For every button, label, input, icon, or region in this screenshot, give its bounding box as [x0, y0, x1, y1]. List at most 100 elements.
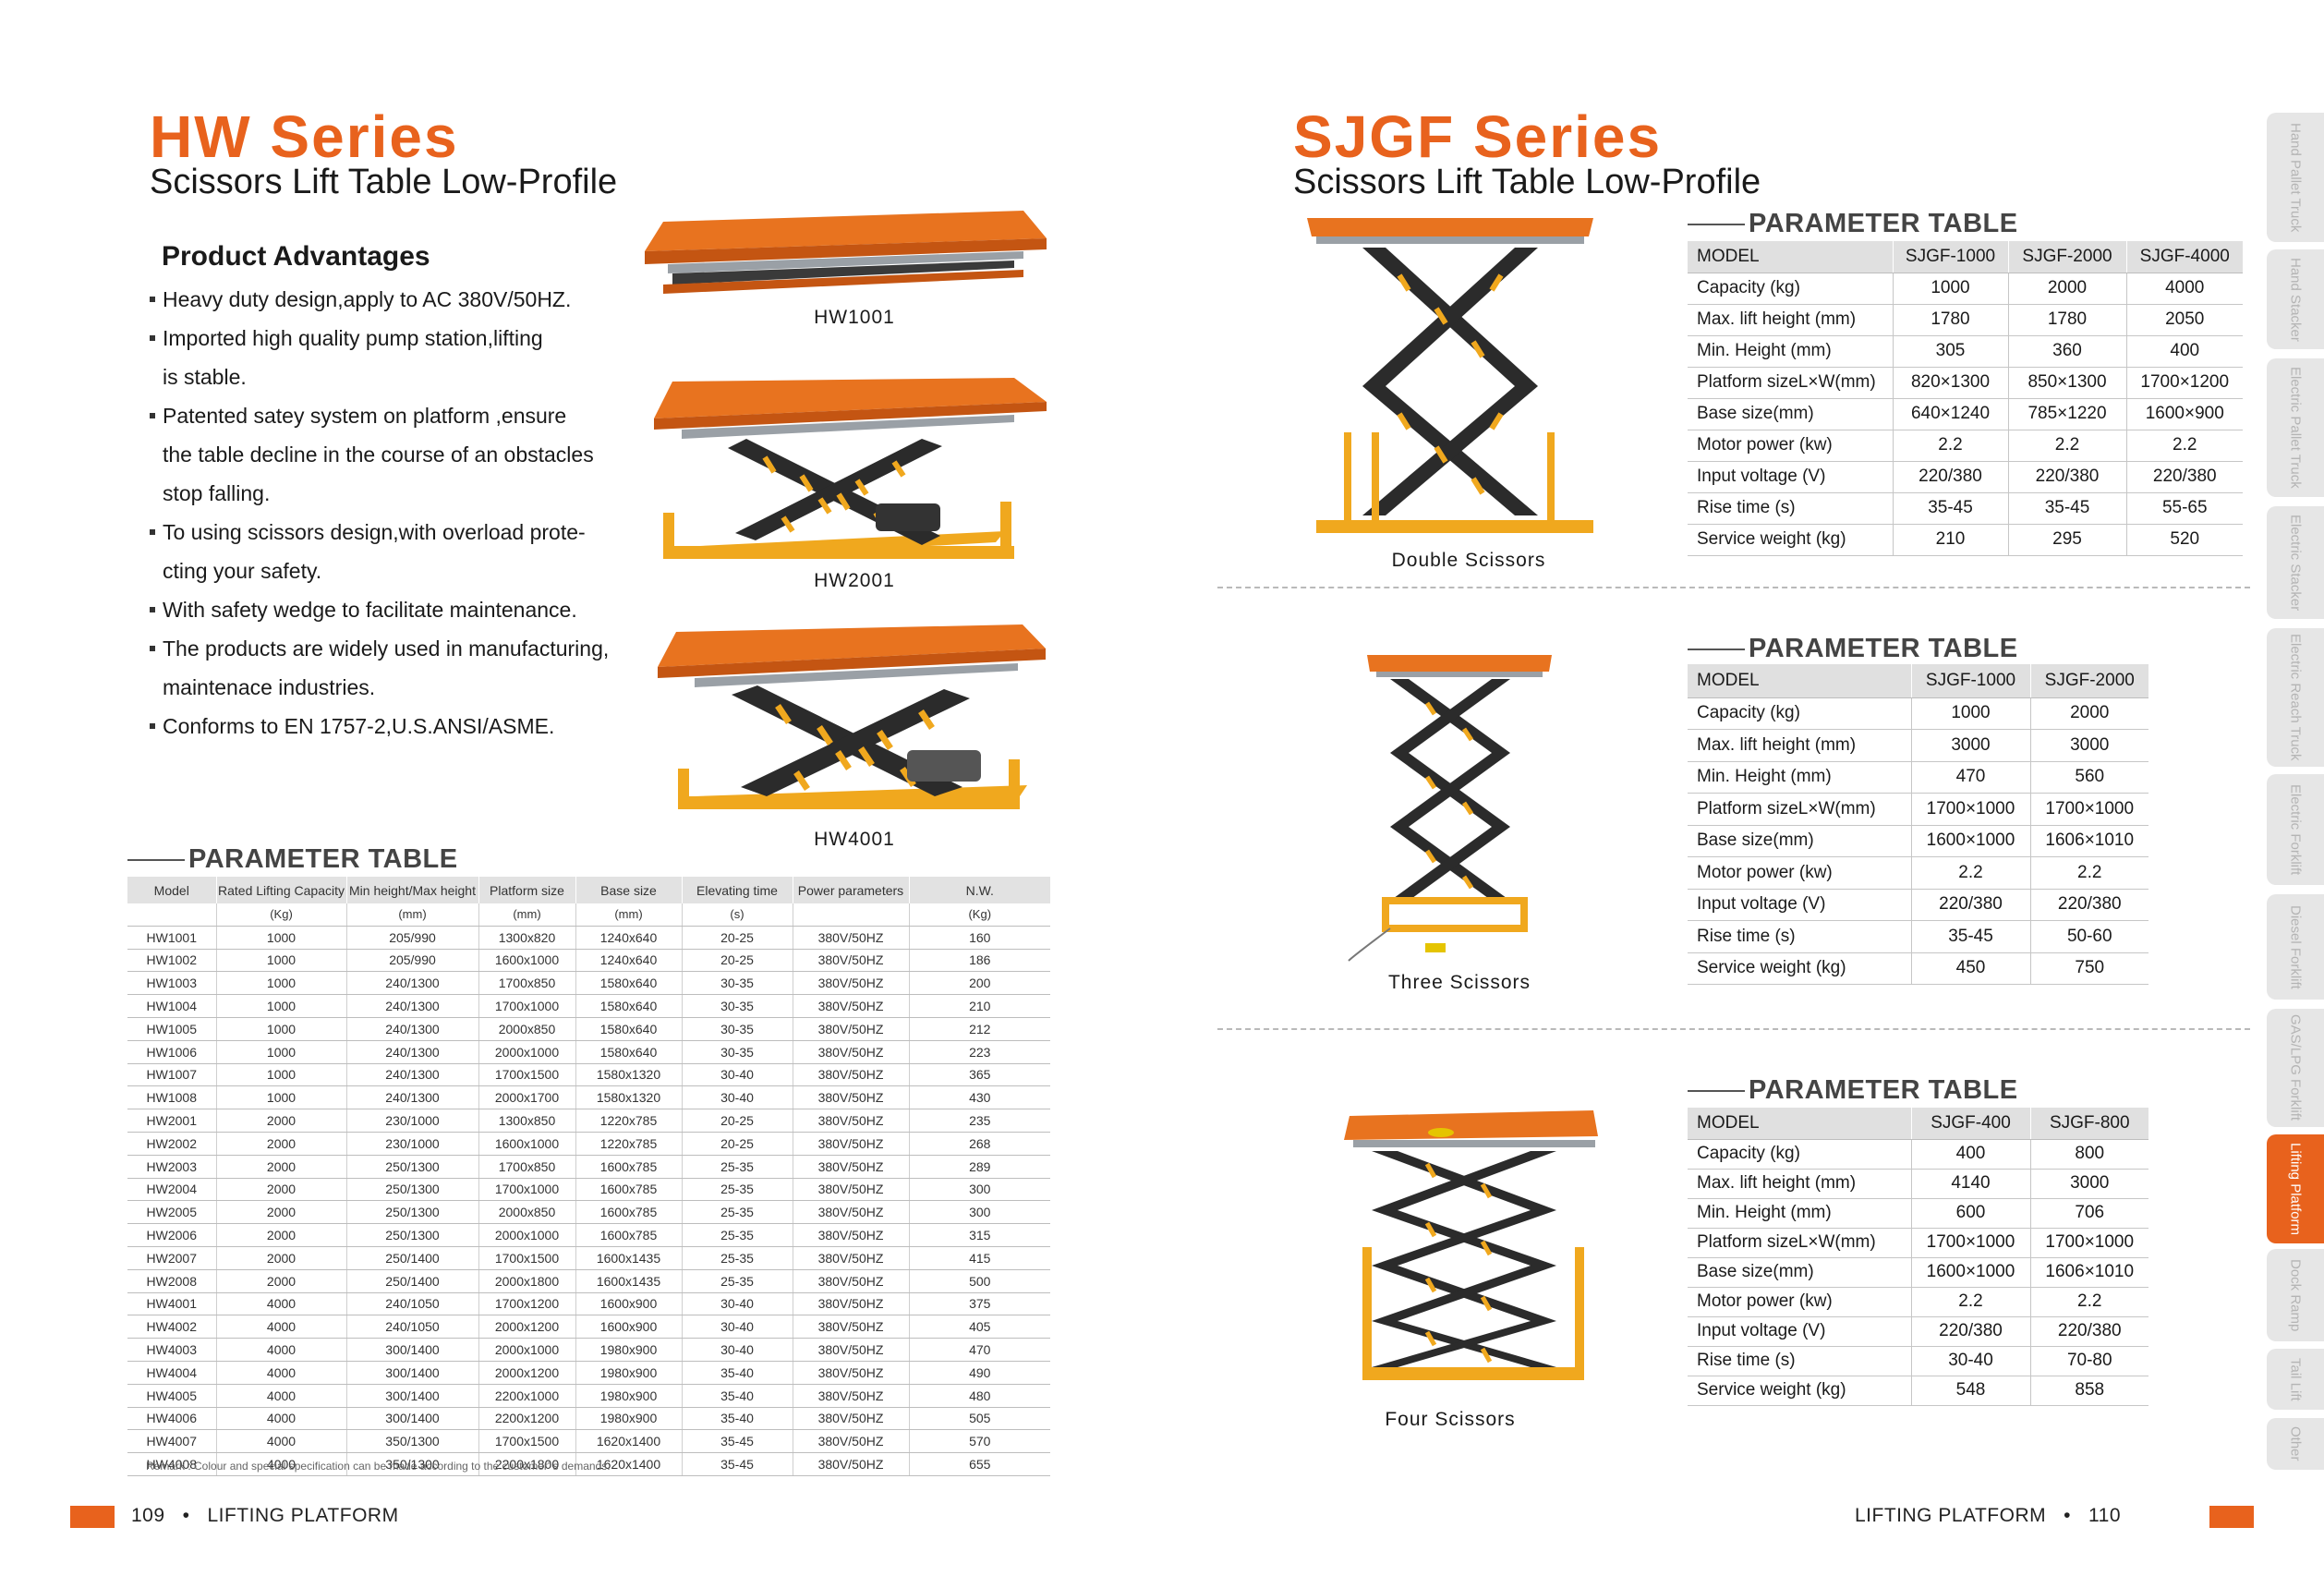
table-cell: 212: [909, 1017, 1050, 1041]
sjgf-param-title-2: PARAMETER TABLE: [1749, 634, 2018, 663]
table-cell: 850×1300: [2008, 367, 2127, 399]
table-cell: 2050: [2126, 304, 2243, 336]
table-cell: 1700×1200: [2126, 367, 2243, 399]
table-cell: 1980x900: [575, 1361, 683, 1385]
table-cell: 1700x1500: [478, 1063, 576, 1087]
table-cell: 300: [909, 1178, 1050, 1202]
table-cell: 240/1300: [346, 971, 479, 996]
table-cell: 300: [909, 1200, 1050, 1225]
row-label: Rise time (s): [1688, 920, 1912, 953]
table-cell: HW4007: [127, 1429, 217, 1454]
side-tab-label: Tail Lift: [2287, 1357, 2304, 1401]
table-cell: 4000: [216, 1315, 347, 1339]
three-scissors-caption: Three Scissors: [1387, 972, 1531, 993]
table-cell: HW2006: [127, 1223, 217, 1247]
table-cell: 2000x1200: [478, 1361, 576, 1385]
table-cell: 480: [909, 1384, 1050, 1408]
table-cell: 380V/50HZ: [793, 1085, 910, 1110]
row-label: Base size(mm): [1688, 825, 1912, 857]
side-tab[interactable]: Electric Forklift: [2267, 774, 2324, 885]
page-number-right: 110: [2088, 1505, 2121, 1526]
side-tab[interactable]: GAS/LPG Forklift: [2267, 1009, 2324, 1127]
side-tab[interactable]: Hand Stacker: [2267, 249, 2324, 349]
table-cell: 250/1300: [346, 1178, 479, 1202]
side-tab[interactable]: Electric Pallet Truck: [2267, 358, 2324, 497]
row-label: Motor power (kw): [1688, 430, 1894, 462]
hw-series-subtitle: Scissors Lift Table Low-Profile: [150, 163, 618, 201]
row-label: Min. Height (mm): [1688, 1198, 1912, 1229]
advantage-item-continued: cting your safety.: [163, 559, 322, 583]
table-cell: 1000: [216, 1063, 347, 1087]
side-tab[interactable]: Electric Reach Truck: [2267, 628, 2324, 767]
table-cell: 1000: [216, 1017, 347, 1041]
table-cell: 35-45: [1911, 920, 2031, 953]
table-cell: HW4003: [127, 1338, 217, 1362]
double-scissors-caption: Double Scissors: [1391, 550, 1546, 571]
table-cell: 1700x850: [478, 1155, 576, 1179]
table-cell: 1600x1435: [575, 1246, 683, 1270]
table-cell: 240/1300: [346, 1063, 479, 1087]
side-tab[interactable]: Dock Ramp: [2267, 1249, 2324, 1341]
side-tab-label: Electric Stacker: [2287, 514, 2304, 612]
table-cell: HW1001: [127, 926, 217, 950]
table-cell: 1700x1500: [478, 1246, 576, 1270]
side-tab[interactable]: Other: [2267, 1418, 2324, 1470]
table-cell: 30-40: [682, 1292, 793, 1316]
col-header: SJGF-2000: [2008, 241, 2127, 273]
side-tab[interactable]: Tail Lift: [2267, 1349, 2324, 1410]
table-cell: 1580x640: [575, 994, 683, 1018]
table-cell: 1600x1000: [478, 1132, 576, 1156]
table-cell: 500: [909, 1269, 1050, 1293]
side-tab[interactable]: Diesel Forklift: [2267, 894, 2324, 1000]
side-tab[interactable]: Lifting Platform: [2267, 1134, 2324, 1243]
table-cell: 35-40: [682, 1361, 793, 1385]
footer-label-right: LIFTING PLATFORM: [1855, 1505, 2047, 1526]
table-cell: 380V/50HZ: [793, 1384, 910, 1408]
side-tab[interactable]: Electric Stacker: [2267, 506, 2324, 619]
table-cell: 25-35: [682, 1178, 793, 1202]
table-cell: 785×1220: [2008, 398, 2127, 430]
hw-unit-cell: (mm): [575, 903, 683, 927]
side-tab[interactable]: Hand Pallet Truck: [2267, 113, 2324, 242]
table-cell: 250/1300: [346, 1200, 479, 1225]
hw-parameter-table-heading: PARAMETER TABLE: [127, 846, 458, 873]
table-cell: HW2004: [127, 1178, 217, 1202]
hw-table-remark: Remark : Colour and special specificatio…: [146, 1460, 611, 1473]
table-cell: 1700x1500: [478, 1429, 576, 1454]
heading-rule: [1688, 648, 1745, 650]
sjgf-param-heading-1: PARAMETER TABLE: [1688, 211, 2018, 237]
table-cell: 1000: [1911, 697, 2031, 730]
table-cell: 505: [909, 1407, 1050, 1431]
table-cell: 295: [2008, 524, 2127, 556]
table-cell: 300/1400: [346, 1384, 479, 1408]
table-cell: 2000: [216, 1246, 347, 1270]
table-cell: 20-25: [682, 1109, 793, 1133]
table-cell: 1580x640: [575, 1017, 683, 1041]
table-cell: 380V/50HZ: [793, 926, 910, 950]
table-cell: HW2007: [127, 1246, 217, 1270]
table-cell: 380V/50HZ: [793, 1361, 910, 1385]
double-scissors-image: [1307, 218, 1593, 533]
table-cell: 2000x1800: [478, 1269, 576, 1293]
table-cell: HW2008: [127, 1269, 217, 1293]
side-tab-label: Other: [2287, 1426, 2304, 1461]
table-cell: 3000: [2030, 1169, 2148, 1199]
hw1001-caption: HW1001: [814, 307, 895, 328]
table-cell: 1580x1320: [575, 1063, 683, 1087]
table-cell: HW4001: [127, 1292, 217, 1316]
row-label: Min. Height (mm): [1688, 761, 1912, 794]
table-cell: 186: [909, 949, 1050, 973]
hw2001-product-image: [654, 378, 1047, 559]
